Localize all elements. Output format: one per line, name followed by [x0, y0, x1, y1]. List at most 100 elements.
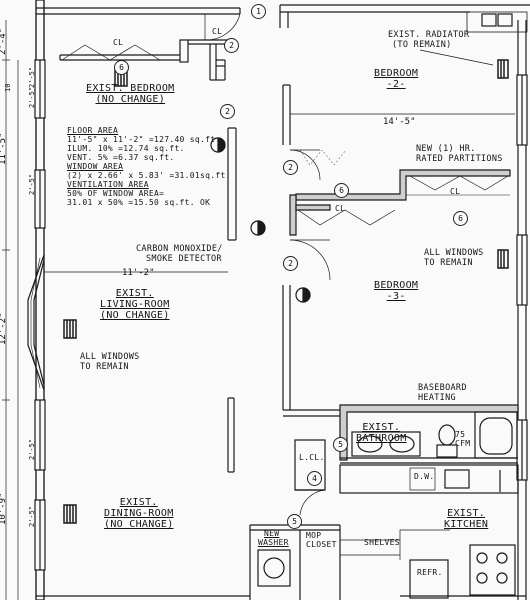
- tag-bubble: 5: [287, 514, 302, 529]
- room-sub: (NO CHANGE): [95, 94, 166, 105]
- dimension-left-3: 10'-9": [0, 492, 8, 525]
- tag-bubble: 6: [114, 60, 129, 75]
- label-dishwasher: D.W.: [414, 472, 435, 481]
- room-name: LIVING-ROOM: [100, 299, 170, 310]
- note-partitions: NEW (1) HR. RATED PARTITIONS: [416, 144, 503, 164]
- bathtub: [474, 411, 518, 459]
- linen-closet: [294, 439, 326, 516]
- dimension-small: 2'-5": [28, 505, 36, 527]
- new-rated-partition: [289, 149, 511, 236]
- tag-bubble: 4: [307, 471, 322, 486]
- room-name: EXIST.: [115, 288, 154, 299]
- calc-heading: WINDOW AREA: [67, 162, 124, 171]
- note-line: TO REMAIN: [80, 362, 129, 372]
- note-line: MOP: [306, 531, 322, 540]
- tag-bubble: 6: [334, 183, 349, 198]
- bedroom-closet: [59, 39, 189, 63]
- note-line: 75: [455, 430, 466, 439]
- calc-line: ILUM. 10% =12.74 sq.ft.: [67, 144, 185, 153]
- note-line: ALL WINDOWS: [424, 248, 484, 258]
- dimension-top-left: 2'-4": [0, 27, 8, 55]
- tag-bubble: 1: [251, 4, 266, 19]
- note-line: CARBON MONOXIDE/: [136, 244, 223, 254]
- room-label-bathroom: EXIST. BATHROOM: [356, 422, 407, 444]
- room-label-exist-bedroom: EXIST. BEDROOM (NO CHANGE): [86, 83, 175, 105]
- vanity: [351, 431, 421, 457]
- kitchen-counter: [339, 464, 519, 494]
- room-name: BEDROOM: [374, 68, 419, 79]
- note-line: SMOKE DETECTOR: [146, 254, 222, 264]
- closet-cl-top: [188, 13, 241, 81]
- note-carbon-monoxide: CARBON MONOXIDE/ SMOKE DETECTOR: [136, 244, 223, 264]
- dimension-small: 2'-5": [28, 66, 36, 88]
- dimension-bedroom2-width: 14'-5": [383, 117, 416, 127]
- room-label-bedroom3: BEDROOM -3-: [374, 280, 418, 302]
- dimension-left-2: 12'-2": [0, 312, 8, 345]
- top-exterior-wall: [36, 4, 530, 28]
- note-line: TO REMAIN: [424, 258, 473, 268]
- note-line: CLOSET: [306, 540, 337, 549]
- room-name: EXIST. BEDROOM: [86, 83, 175, 94]
- label-closet: CL: [212, 27, 223, 36]
- label-closet: CL: [335, 204, 346, 213]
- note-line: NEW (1) HR.: [416, 144, 476, 154]
- calc-line: 11'-5" x 11'-2" =127.40 sq.ft.: [67, 135, 221, 144]
- note-line: NEW: [264, 529, 280, 538]
- label-shelves: SHELVES: [364, 538, 400, 547]
- radiators: [63, 59, 509, 524]
- label-linen-closet: L.CL.: [299, 453, 325, 462]
- label-closet: CL: [113, 38, 124, 47]
- note-line: (TO REMAIN): [392, 40, 452, 50]
- calc-line: 31.01 x 50% =15.50 sq.ft. OK: [67, 198, 211, 207]
- area-calculations: FLOOR AREA 11'-5" x 11'-2" =127.40 sq.ft…: [67, 126, 231, 207]
- bedroom3-west-wall: [282, 239, 331, 410]
- tag-bubble: 6: [453, 211, 468, 226]
- tag-bubble: 2: [283, 256, 298, 271]
- note-radiator: EXIST. RADIATOR (TO REMAIN): [388, 30, 469, 50]
- calc-line: (2) x 2.66' x 5.83' =31.01sq.ft.: [67, 171, 231, 180]
- room-label-living: EXIST. LIVING-ROOM (NO CHANGE): [100, 288, 170, 321]
- room-name: EXIST.: [362, 422, 401, 433]
- note-cfm: 75 CFM: [455, 430, 470, 448]
- dimension-living-width: 11'-2": [122, 268, 155, 278]
- central-wall: [227, 127, 237, 473]
- note-line: ALL WINDOWS: [80, 352, 140, 362]
- refrigerator: [409, 559, 449, 599]
- label-refrigerator: REFR.: [417, 568, 443, 577]
- note-line: HEATING: [418, 393, 456, 403]
- label-closet: CL: [450, 187, 461, 196]
- dimension-tiny: 10: [4, 83, 12, 92]
- note-baseboard: BASEBOARD HEATING: [418, 383, 467, 403]
- note-line: CFM: [455, 439, 471, 448]
- note-line: EXIST. RADIATOR: [388, 30, 470, 40]
- dimension-lines: [2, 20, 515, 600]
- note-line: WASHER: [258, 538, 289, 547]
- room-name: EXIST.: [447, 508, 486, 519]
- room-label-bedroom2: BEDROOM -2-: [374, 68, 418, 90]
- tag-bubble: 5: [333, 437, 348, 452]
- left-exterior-wall: [34, 0, 46, 600]
- radiator-box: [481, 13, 497, 27]
- smoke-detectors: [210, 137, 311, 303]
- dimension-small: 2'-5": [28, 86, 36, 108]
- room-sub: -2-: [386, 79, 406, 90]
- dimension-small: 2'-5": [28, 438, 36, 460]
- room-label-dining: EXIST. DINING-ROOM (NO CHANGE): [104, 497, 174, 530]
- room-sub: -3-: [386, 291, 406, 302]
- bathroom-walls: [283, 404, 519, 464]
- room-name: BATHROOM: [356, 433, 407, 444]
- bedroom2-west-wall: [282, 84, 321, 181]
- room-label-kitchen: EXIST. KITCHEN: [444, 508, 488, 530]
- calc-line: VENT. 5% =6.37 sq.ft.: [67, 153, 175, 162]
- room-name: DINING-ROOM: [104, 508, 174, 519]
- room-name: KITCHEN: [444, 519, 489, 530]
- dimension-left-1: 11'-5": [0, 132, 8, 165]
- note-line: RATED PARTITIONS: [416, 154, 503, 164]
- tag-bubble: 2: [224, 38, 239, 53]
- label-new-washer: NEW WASHER: [258, 529, 289, 547]
- note-line: BASEBOARD: [418, 383, 467, 393]
- right-exterior-wall: [516, 20, 528, 600]
- room-sub: (NO CHANGE): [100, 310, 170, 321]
- label-mop-closet: MOP CLOSET: [306, 531, 337, 549]
